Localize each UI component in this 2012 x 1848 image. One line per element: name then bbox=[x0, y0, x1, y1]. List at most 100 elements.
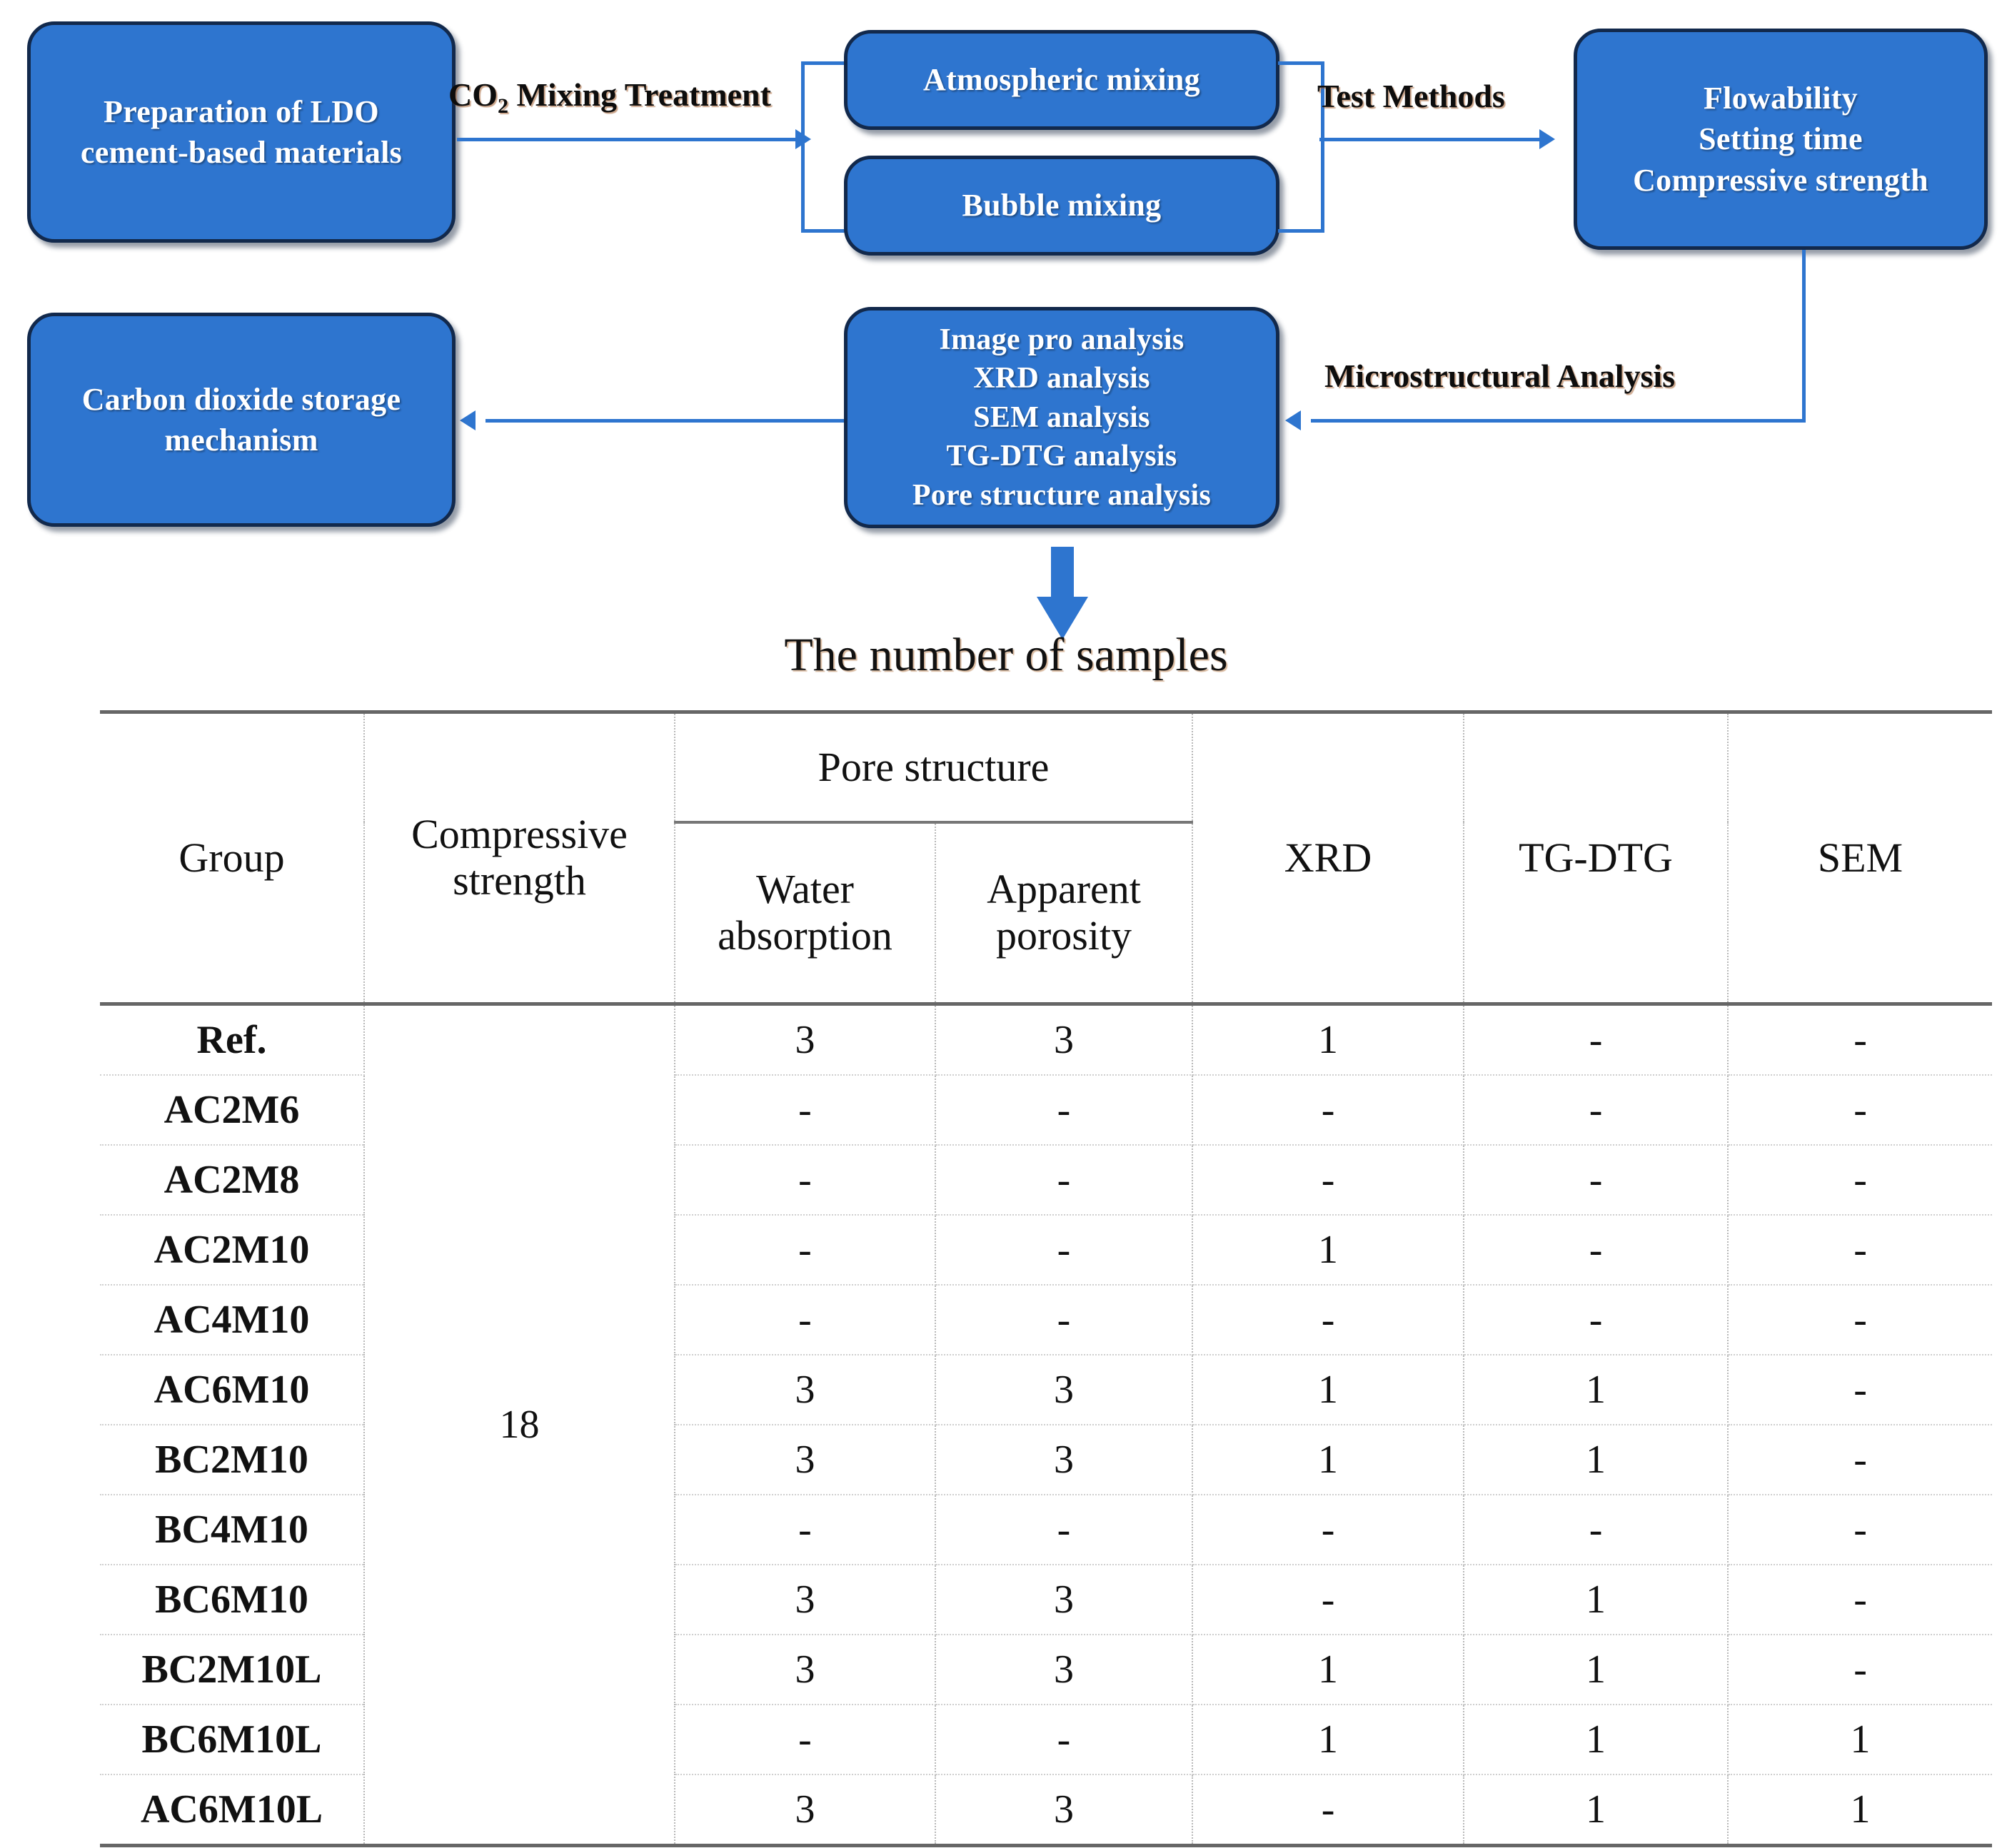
cell-apparent-porosity: - bbox=[934, 1705, 1194, 1775]
flow-box-preparation-label: Preparation of LDO cement-based material… bbox=[80, 94, 403, 170]
cell-water-absorption: - bbox=[674, 1705, 936, 1775]
cell-apparent-porosity: - bbox=[934, 1495, 1194, 1565]
cell-group: AC2M6 bbox=[100, 1075, 365, 1146]
cell-group: AC6M10L bbox=[100, 1774, 365, 1847]
arrow-analysis-to-carbon bbox=[460, 410, 476, 430]
cell-xrd: 1 bbox=[1192, 1004, 1465, 1076]
cell-water-absorption: - bbox=[674, 1285, 936, 1355]
cell-sem: - bbox=[1727, 1495, 1993, 1565]
connector-label-microstructural-analysis: Microstructural Analysis bbox=[1324, 358, 1676, 394]
cell-tg-dtg: 1 bbox=[1463, 1635, 1729, 1705]
cell-water-absorption: - bbox=[674, 1075, 936, 1146]
cell-xrd: 1 bbox=[1192, 1705, 1465, 1775]
cell-group: BC2M10L bbox=[100, 1635, 365, 1705]
cell-sem: - bbox=[1727, 1215, 1993, 1286]
flow-box-carbon-storage: Carbon dioxide storage mechanism bbox=[27, 313, 456, 527]
cell-group: BC6M10 bbox=[100, 1565, 365, 1635]
flow-box-analysis-label: Image pro analysis XRD analysis SEM anal… bbox=[912, 323, 1212, 512]
cell-apparent-porosity: 3 bbox=[934, 1565, 1194, 1635]
cell-water-absorption: - bbox=[674, 1145, 936, 1216]
cell-xrd: - bbox=[1192, 1285, 1465, 1355]
bracket-mixing-left bbox=[801, 61, 849, 233]
cell-apparent-porosity: - bbox=[934, 1285, 1194, 1355]
cell-tg-dtg: 1 bbox=[1463, 1355, 1729, 1425]
table-row: AC2M6----- bbox=[100, 1075, 1993, 1146]
cell-apparent-porosity: - bbox=[934, 1145, 1194, 1216]
arrow-down-to-table bbox=[1037, 597, 1088, 640]
cell-tg-dtg: 1 bbox=[1463, 1705, 1729, 1775]
connector-label-co2-mixing: CO2 Mixing Treatment bbox=[448, 76, 771, 118]
col-header-sem: SEM bbox=[1727, 710, 1993, 1006]
connector-line-properties-down bbox=[1802, 250, 1806, 423]
cell-compressive-strength: 18 bbox=[363, 1004, 675, 1847]
flow-box-atmospheric-mixing-label: Atmospheric mixing bbox=[923, 62, 1200, 98]
connector-line-analysis-down bbox=[1051, 547, 1074, 600]
cell-sem: - bbox=[1727, 1285, 1993, 1355]
cell-sem: 1 bbox=[1727, 1705, 1993, 1775]
table-title: The number of samples bbox=[784, 629, 1228, 681]
arrow-properties-to-analysis bbox=[1285, 410, 1301, 430]
cell-apparent-porosity: 3 bbox=[934, 1425, 1194, 1495]
connector-line-analysis-to-carbon bbox=[486, 419, 844, 423]
cell-water-absorption: 3 bbox=[674, 1355, 936, 1425]
cell-water-absorption: 3 bbox=[674, 1565, 936, 1635]
samples-table-wrapper: Group Compressive strength Pore structur… bbox=[100, 710, 1993, 1847]
table-row: BC4M10----- bbox=[100, 1495, 1993, 1565]
bracket-mixing-right bbox=[1278, 61, 1324, 233]
flow-box-analysis: Image pro analysis XRD analysis SEM anal… bbox=[844, 307, 1279, 528]
flow-box-bubble-mixing-label: Bubble mixing bbox=[962, 188, 1162, 223]
cell-group: Ref. bbox=[100, 1004, 365, 1076]
cell-sem: - bbox=[1727, 1355, 1993, 1425]
cell-group: BC4M10 bbox=[100, 1495, 365, 1565]
col-header-group: Group bbox=[100, 710, 365, 1006]
arrow-mixing-to-properties bbox=[1539, 129, 1555, 149]
table-head: Group Compressive strength Pore structur… bbox=[100, 710, 1993, 1006]
cell-xrd: 1 bbox=[1192, 1425, 1465, 1495]
cell-group: BC6M10L bbox=[100, 1705, 365, 1775]
cell-tg-dtg: 1 bbox=[1463, 1425, 1729, 1495]
col-header-tg-dtg: TG-DTG bbox=[1463, 710, 1729, 1006]
cell-apparent-porosity: 3 bbox=[934, 1774, 1194, 1847]
cell-water-absorption: 3 bbox=[674, 1635, 936, 1705]
cell-tg-dtg: - bbox=[1463, 1145, 1729, 1216]
table-header-row-2: Water absorption Apparent porosity bbox=[100, 822, 1992, 1006]
cell-group: BC2M10 bbox=[100, 1425, 365, 1495]
flowchart: Preparation of LDO cement-based material… bbox=[0, 0, 2012, 700]
cell-group: AC4M10 bbox=[100, 1285, 365, 1355]
flow-box-properties: Flowability Setting time Compressive str… bbox=[1574, 29, 1988, 250]
cell-sem: - bbox=[1727, 1075, 1993, 1146]
cell-tg-dtg: - bbox=[1463, 1004, 1729, 1076]
cell-tg-dtg: - bbox=[1463, 1215, 1729, 1286]
connector-line-properties-to-analysis bbox=[1311, 419, 1805, 423]
flow-box-properties-label: Flowability Setting time Compressive str… bbox=[1633, 81, 1928, 198]
cell-xrd: 1 bbox=[1192, 1635, 1465, 1705]
cell-group: AC6M10 bbox=[100, 1355, 365, 1425]
co2-label-suffix: Mixing Treatment bbox=[508, 76, 771, 113]
cell-tg-dtg: - bbox=[1463, 1075, 1729, 1146]
samples-table: Group Compressive strength Pore structur… bbox=[100, 710, 1993, 1847]
connector-label-test-methods: Test Methods bbox=[1317, 78, 1505, 114]
cell-water-absorption: - bbox=[674, 1495, 936, 1565]
cell-xrd: 1 bbox=[1192, 1215, 1465, 1286]
cell-apparent-porosity: 3 bbox=[934, 1004, 1194, 1076]
cell-apparent-porosity: - bbox=[934, 1215, 1194, 1286]
cell-group: AC2M10 bbox=[100, 1215, 365, 1286]
cell-sem: - bbox=[1727, 1004, 1993, 1076]
col-header-pore-structure: Pore structure bbox=[673, 710, 1194, 824]
cell-xrd: 1 bbox=[1192, 1355, 1465, 1425]
cell-tg-dtg: 1 bbox=[1463, 1774, 1729, 1847]
cell-water-absorption: 3 bbox=[674, 1774, 936, 1847]
cell-tg-dtg: 1 bbox=[1463, 1565, 1729, 1635]
flow-box-atmospheric-mixing: Atmospheric mixing bbox=[844, 30, 1279, 130]
col-header-compressive-strength: Compressive strength bbox=[363, 710, 675, 1006]
connector-line-mixing-to-properties bbox=[1319, 138, 1541, 141]
cell-sem: - bbox=[1727, 1635, 1993, 1705]
cell-group: AC2M8 bbox=[100, 1145, 365, 1216]
cell-xrd: - bbox=[1192, 1145, 1465, 1216]
